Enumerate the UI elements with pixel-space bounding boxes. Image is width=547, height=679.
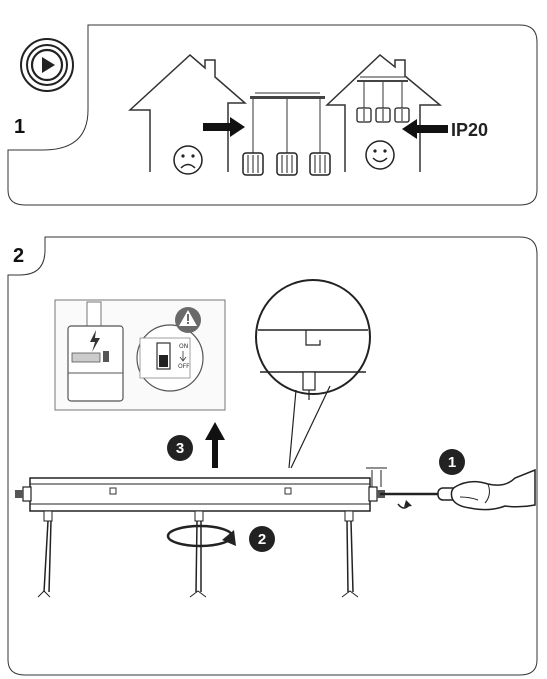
ip-rating-label: IP20: [451, 120, 488, 140]
panel-2-step-number: 2: [13, 245, 24, 267]
callout-1: 1: [439, 449, 465, 475]
svg-text:2: 2: [258, 531, 266, 548]
ceiling-light-small: [356, 76, 410, 123]
warning-icon: [175, 307, 201, 333]
svg-text:3: 3: [176, 440, 184, 457]
panel-2: 2 ON OFF: [7, 236, 538, 676]
luminaire-housing: [15, 467, 387, 512]
fuse-box-inset: ON OFF: [54, 299, 226, 411]
sad-face-icon: [173, 145, 203, 175]
svg-text:1: 1: [448, 454, 456, 471]
panel-1-step-number: 1: [14, 116, 25, 138]
play-icon[interactable]: [20, 38, 74, 92]
rotate-arrow-icon: [166, 524, 236, 548]
svg-text:ON: ON: [179, 343, 188, 350]
arrow-left-icon: [402, 119, 448, 139]
pendant-light-fixture: [242, 92, 331, 176]
down-arrow-icon: [179, 351, 187, 362]
arrow-right-icon: [203, 117, 245, 137]
up-arrow-icon: [205, 422, 225, 468]
switch-off-label: OFF: [178, 363, 190, 370]
suspension-wires: [37, 510, 359, 598]
panel-1: 1: [7, 24, 538, 206]
zoom-detail-circle: [255, 279, 371, 469]
lightning-icon: [90, 330, 100, 352]
happy-face-icon: [365, 140, 395, 170]
house-outline-left: [128, 53, 248, 172]
callout-2: 2: [249, 526, 275, 552]
hand-icon: [450, 468, 536, 511]
panel-2-frame: [7, 236, 538, 676]
callout-3: 3: [167, 435, 193, 461]
panel-1-frame: [7, 24, 538, 206]
house-outline-right: [325, 54, 443, 172]
